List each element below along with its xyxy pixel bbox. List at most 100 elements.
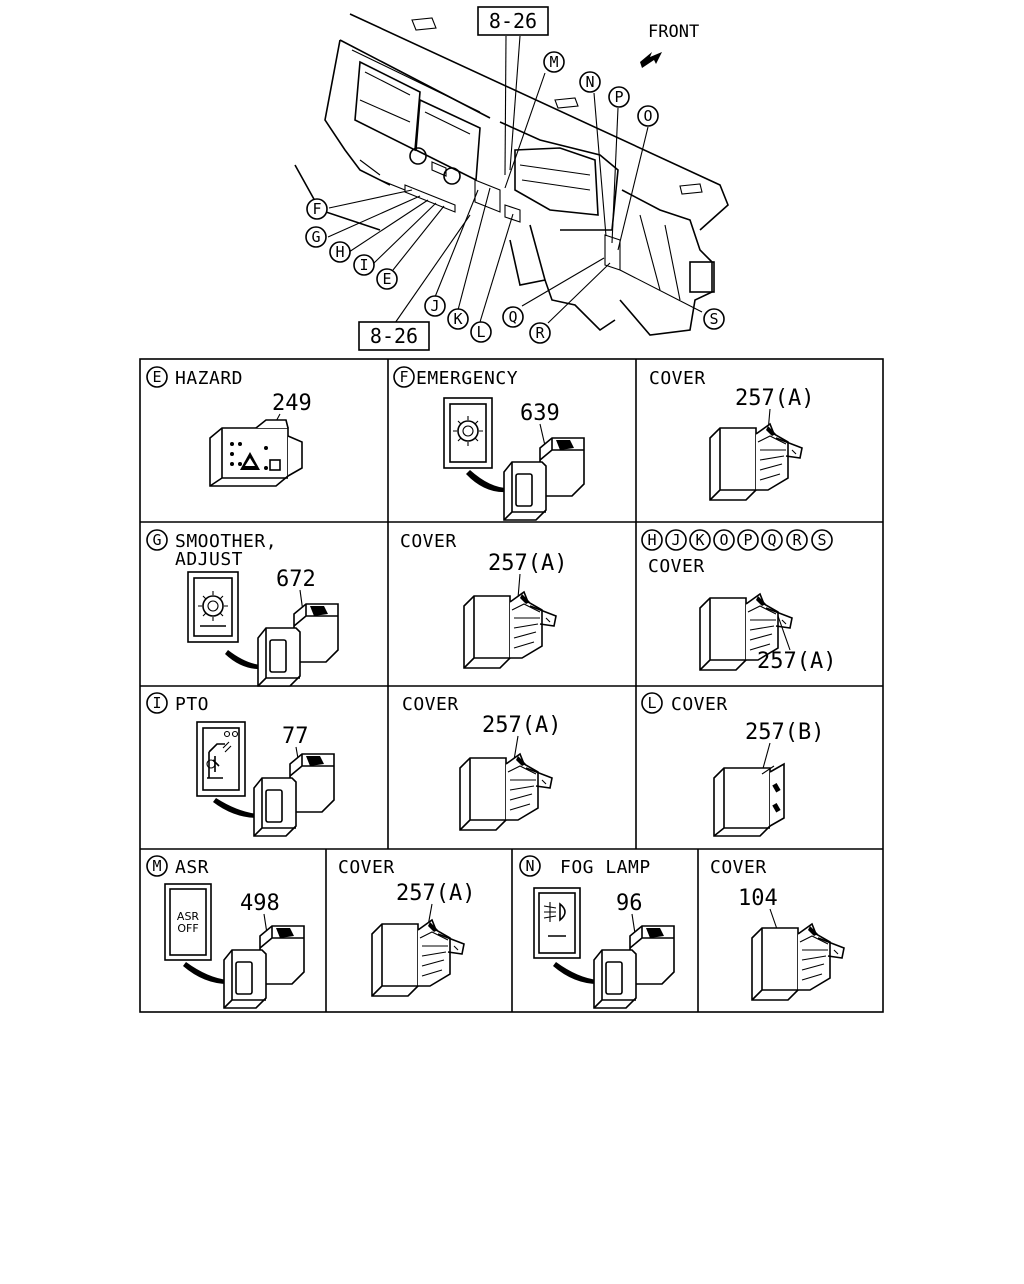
part-number: 257(A) [488, 551, 567, 576]
svg-text:M: M [549, 53, 558, 71]
cell-title: COVER [402, 694, 459, 715]
callout-circles: F G H I E J K L M N P O Q R S [305, 51, 725, 344]
cell-title: HAZARD [175, 368, 243, 389]
svg-text:G: G [311, 228, 320, 246]
cell-n-fog-lamp[interactable]: N FOG LAMP 96 [519, 855, 675, 1009]
cell-g-smoother[interactable]: G SMOOTHER, ADJUST 672 [146, 529, 339, 687]
callout-M: M [543, 51, 565, 73]
part-number: 257(A) [396, 881, 475, 906]
part-number: 77 [282, 724, 309, 749]
part-number: 104 [738, 886, 778, 911]
cell-title: EMERGENCY [416, 368, 518, 389]
svg-text:K: K [695, 531, 704, 549]
callout-P: P [608, 86, 630, 108]
cell-m-cover[interactable]: COVER 257(A) [338, 857, 475, 997]
ref-box-bottom-label: 8-26 [370, 324, 418, 348]
asr-off-icon: ASR OFF [164, 883, 212, 961]
cell-f-cover[interactable]: COVER 257(A) [649, 368, 814, 501]
svg-text:E: E [382, 270, 391, 288]
cell-title: COVER [710, 857, 767, 878]
svg-text:I: I [359, 256, 368, 274]
callout-F: F [306, 198, 328, 220]
svg-text:Q: Q [508, 308, 517, 326]
part-number: 257(A) [757, 649, 836, 674]
cell-i-cover[interactable]: COVER 257(A) [402, 694, 561, 831]
cell-title-line1: SMOOTHER, [175, 531, 277, 552]
cover-b-icon [713, 762, 785, 837]
front-label: FRONT [648, 22, 699, 42]
cell-e-hazard[interactable]: E HAZARD 249 [146, 366, 312, 487]
callout-Q: Q [502, 306, 524, 328]
part-number: 498 [240, 891, 280, 916]
svg-text:O: O [719, 531, 728, 549]
svg-text:P: P [743, 531, 752, 549]
svg-text:S: S [709, 310, 718, 328]
cell-m-asr[interactable]: M ASR 498 ASR OFF [146, 855, 305, 1009]
callout-letter-row: H J K O P Q R S [641, 529, 833, 551]
cell-title: COVER [400, 531, 457, 552]
svg-text:F: F [399, 368, 408, 386]
cell-title: COVER [649, 368, 706, 389]
cell-title: COVER [648, 556, 705, 577]
callout-S: S [703, 308, 725, 330]
pto-icon [196, 721, 246, 797]
svg-text:K: K [453, 310, 462, 328]
svg-text:O: O [643, 107, 652, 125]
cell-title: COVER [671, 694, 728, 715]
cell-title: COVER [338, 857, 395, 878]
part-number: 672 [276, 567, 316, 592]
svg-text:I: I [152, 694, 161, 712]
callout-O: O [637, 105, 659, 127]
callout-G: G [305, 226, 327, 248]
part-number: 257(A) [482, 713, 561, 738]
svg-text:OFF: OFF [177, 922, 198, 935]
svg-text:R: R [792, 531, 802, 549]
callout-H: H [329, 241, 351, 263]
callout-E: E [376, 268, 398, 290]
callout-N: N [579, 71, 601, 93]
front-arrow-icon [640, 52, 662, 68]
svg-text:L: L [647, 694, 656, 712]
svg-text:J: J [671, 531, 680, 549]
svg-text:M: M [152, 857, 161, 875]
svg-text:N: N [525, 857, 534, 875]
svg-text:S: S [817, 531, 826, 549]
part-number: 96 [616, 891, 643, 916]
svg-text:H: H [335, 243, 344, 261]
svg-text:G: G [152, 531, 161, 549]
svg-text:Q: Q [767, 531, 776, 549]
callout-J: J [424, 295, 446, 317]
callout-L: L [470, 321, 492, 343]
cell-title: ASR [175, 857, 209, 878]
part-number: 249 [272, 391, 312, 416]
dashboard-overview: 8-26 8-26 FRONT F G H I E J K L M N P O … [294, 6, 729, 351]
svg-text:N: N [585, 73, 594, 91]
cell-g-cover[interactable]: COVER 257(A) [400, 531, 567, 669]
part-number: 257(A) [735, 386, 814, 411]
svg-text:ASR: ASR [177, 910, 200, 923]
part-number: 257(B) [745, 720, 824, 745]
fog-lamp-icon [533, 887, 581, 959]
cell-title-line2: ADJUST [175, 549, 243, 570]
cell-l-cover[interactable]: L COVER 257(B) [641, 692, 824, 837]
callout-K: K [447, 308, 469, 330]
svg-text:H: H [647, 531, 656, 549]
ref-box-bottom[interactable] [358, 321, 430, 351]
ref-box-top[interactable] [477, 6, 549, 36]
cell-title: PTO [175, 694, 209, 715]
parts-grid [139, 358, 884, 1013]
smoother-icon [187, 571, 239, 643]
cell-n-cover[interactable]: COVER 104 [710, 857, 845, 1001]
part-number: 639 [520, 401, 560, 426]
svg-text:L: L [476, 323, 485, 341]
ref-box-top-label: 8-26 [489, 9, 537, 33]
cell-hjkopqrs-cover[interactable]: H J K O P Q R S COVER 257(A) [641, 529, 836, 674]
cell-i-pto[interactable]: I PTO 77 [146, 692, 335, 837]
cell-f-emergency[interactable]: F EMERGENCY 639 [393, 366, 585, 521]
callout-I: I [353, 254, 375, 276]
svg-text:P: P [614, 88, 623, 106]
svg-text:R: R [535, 324, 545, 342]
svg-text:E: E [152, 368, 161, 386]
svg-text:F: F [312, 200, 321, 218]
